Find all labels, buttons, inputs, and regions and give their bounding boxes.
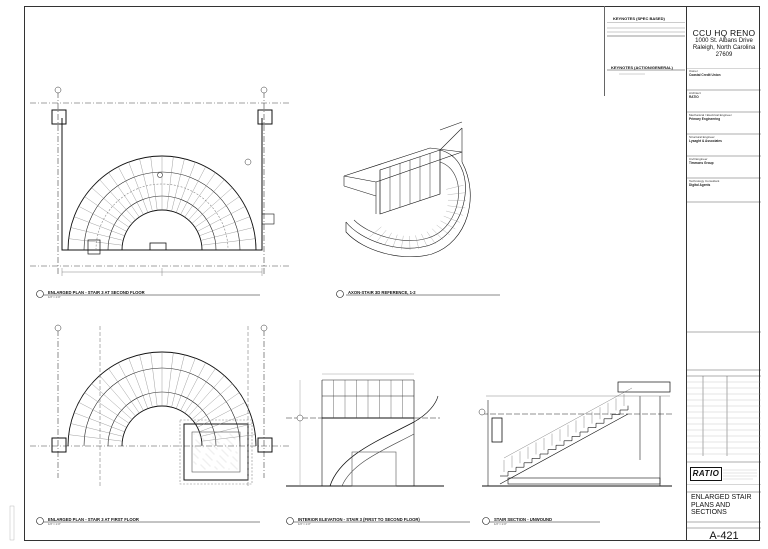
view-scale: 1/4" = 1'-0" — [48, 523, 61, 526]
project-zip: 27609 — [715, 52, 733, 58]
drawing-area — [9, 86, 672, 541]
view-scale: 1/4" = 1'-0" — [494, 523, 507, 526]
keynotes-spec-header: KEYNOTES (SPEC BASED) — [613, 16, 665, 21]
view-title-first-floor-plan: ENLARGED PLAN - STAIR 3 AT FIRST FLOOR — [48, 517, 139, 522]
firm-logo: RATIO — [690, 467, 722, 481]
keynotes-action-header: KEYNOTES (ACTION/GENERAL) — [611, 65, 673, 70]
keynotes-panel: KEYNOTES (SPEC BASED) KEYNOTES (ACTION/G… — [604, 6, 686, 96]
revision-schedule — [687, 331, 761, 463]
view-title-stair-section: STAIR SECTION - UNWOUND — [494, 517, 553, 522]
project-address-line1: 1000 St. Albans Drive — [695, 38, 753, 44]
project-info: CCU HQ RENO 1000 St. Albans Drive Raleig… — [687, 28, 761, 59]
view-title-axon: AXON-STAIR 3D REFERENCE, 1-2 — [348, 290, 416, 295]
view-title-second-floor-plan: ENLARGED PLAN - STAIR 3 AT SECOND FLOOR — [48, 290, 145, 295]
view-scale: 1/4" = 1'-0" — [48, 296, 61, 299]
project-address-line2: Raleigh, North Carolina — [692, 45, 756, 51]
view-title-interior-elevation: INTERIOR ELEVATION - STAIR 3 (FIRST TO S… — [298, 517, 420, 522]
title-block: CCU HQ RENO 1000 St. Albans Drive Raleig… — [686, 6, 761, 542]
sheet-number: A-421 — [709, 530, 739, 542]
sheet-title: ENLARGED STAIR PLANS AND SECTIONS — [691, 494, 752, 517]
view-scale: 1/4" = 1'-0" — [298, 523, 311, 526]
sheet-border — [24, 6, 760, 541]
project-title: CCU HQ RENO — [692, 28, 756, 38]
